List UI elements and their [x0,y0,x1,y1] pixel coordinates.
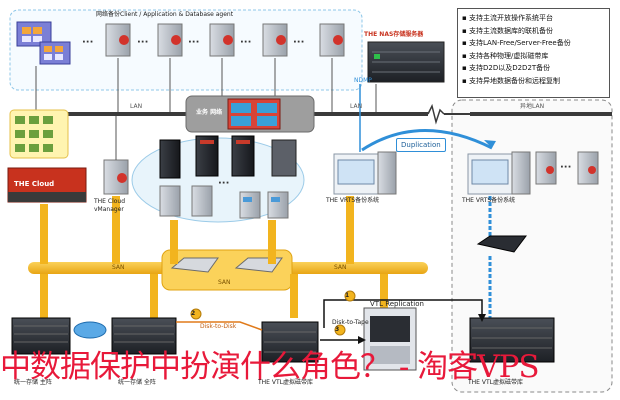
vtl-replication-label: VTL Replication [370,300,424,308]
dark-server-4 [271,139,297,177]
lan-right-label: LAN [350,103,363,110]
remote-server-2 [577,151,599,185]
feature-item: ▪ 支持各种物理/虚拟磁带库 [462,51,549,60]
tape-library [363,307,417,371]
san-left-label: SAN [112,264,125,271]
duplication-label: Duplication [396,138,446,152]
vtl-right-label: THE VTL虚拟磁带库 [468,379,523,386]
dark-server-1 [159,139,181,179]
dark-server-3 [231,135,255,177]
vtl-replication-path [323,299,483,328]
agent-server-5 [319,23,345,57]
feature-text: 支持异地数据备份和远程复制 [468,76,560,85]
client-monitor-2 [39,41,71,65]
vtl-center [261,321,319,363]
san-center-label: SAN [218,279,231,286]
feature-item: ▪ 支持D2D以及D2D2T备份 [462,64,551,72]
remote-server-1 [535,151,557,185]
feature-text: 支持LAN-Free/Server-Free备份 [468,39,571,47]
remote-lan-label: 异地LAN [520,103,545,110]
vtl-replication-arrowhead [478,314,486,322]
duplication-arc [361,129,493,152]
step-3-badge [334,324,346,336]
feature-text: 支持D2D以及D2D2T备份 [468,64,551,72]
vrts-right-rack [467,151,531,195]
ellipsis-4: ··· [240,37,251,48]
step-2-number: 2 [191,310,196,317]
vtl-center-label: THE VTL虚拟磁带库 [258,379,313,386]
disk-to-disk-label: Disk-to-Disk [200,323,237,330]
unified-storage-full [111,317,177,355]
storage-full-label: 统一存储 全阵 [118,379,156,386]
nas-title: THE NAS存储服务器 [364,31,424,38]
light-server-4 [267,191,289,219]
feature-list: ▪ 支持主流开放操作系统平台 ▪ 支持主流数据库的联机备份 ▪ 支持LAN-Fr… [457,8,610,98]
step-1-number: 1 [345,292,350,299]
agent-server-3 [209,23,235,57]
feature-item: ▪ 支持主流数据库的联机备份 [462,26,553,35]
the-cloud-appliance-base [8,192,86,202]
feature-text: 支持各种物理/虚拟磁带库 [468,51,549,60]
duplication-arrowhead [484,140,496,148]
agents-title: 网络备份Client / Application & Database agen… [96,11,234,18]
lan-left-label: LAN [130,103,143,110]
san-vertical-links [40,196,388,318]
light-server-1 [159,185,181,217]
remote-ellipsis: ··· [560,162,571,173]
agent-server-2 [157,23,183,57]
ellipsis-3: ··· [188,37,199,48]
step-2-badge [190,308,202,320]
cloud-manager-label: THE Cloud vManager [94,198,126,213]
feature-item: ▪ 支持主流开放操作系统平台 [462,14,553,22]
vtl-right [469,317,555,363]
light-server-3 [239,191,261,219]
core-switch-icon [227,98,281,130]
server-farm-ellipsis: ··· [218,178,229,189]
storage-primary-label: 统一存储 主阵 [14,379,52,386]
nas-storage-server [367,41,445,83]
remote-switch [476,235,527,253]
disk-to-tape-arrowhead [358,336,366,344]
cloud-title: THE Cloud [14,180,55,188]
unified-storage-primary [11,317,71,355]
agent-server-4 [262,23,288,57]
ellipsis-1: ··· [82,37,93,48]
cloud-tenant-icons [15,116,53,152]
vrts-left-label: THE VRTS备份系统 [326,197,380,204]
step-3-number: 3 [335,326,340,333]
disk-to-tape-label: Disk-to-Tape [332,319,369,326]
database-icon [73,321,107,339]
feature-item: ▪ 支持LAN-Free/Server-Free备份 [462,39,571,47]
vrts-left-rack [333,151,397,195]
dark-server-2 [195,135,219,177]
feature-text: 支持主流数据库的联机备份 [468,26,553,35]
ellipsis-5: ··· [293,37,304,48]
step-1-badge [344,290,356,302]
ellipsis-2: ··· [137,37,148,48]
light-server-2 [191,185,213,217]
wan-break [427,103,445,125]
agent-server-1 [105,23,131,57]
san-right-label: SAN [334,264,347,271]
feature-text: 支持主流开放操作系统平台 [468,14,553,22]
vrts-right-label: THE VRTS备份系统 [462,197,516,204]
business-network-label: 业务 网络 [196,109,223,116]
overlay-caption: 中数据保护中扮演什么角色？ - 淘客VPS [0,349,540,385]
ndmp-label: NDMP [354,77,372,84]
san-switch-1 [170,257,219,273]
feature-item: ▪ 支持异地数据备份和远程复制 [462,76,560,85]
cloud-vmanager-server [103,159,129,195]
disk-to-disk-path [176,321,263,331]
client-monitor-1 [16,21,52,47]
